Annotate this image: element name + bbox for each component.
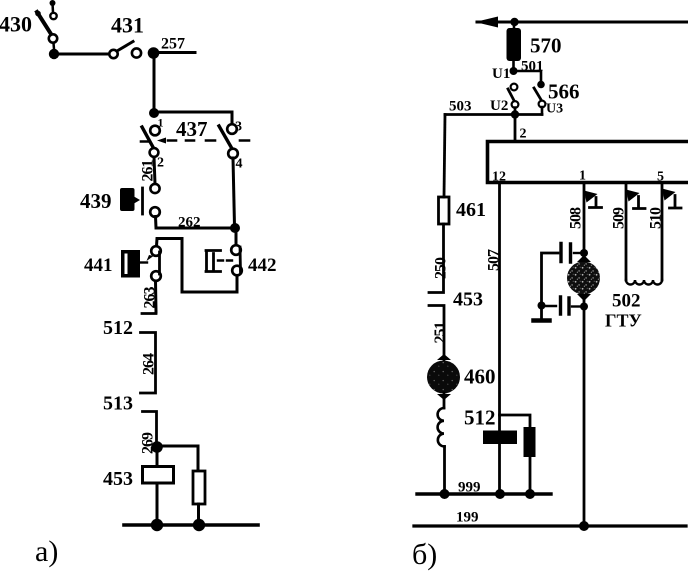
svg-text:430: 430 <box>0 12 32 37</box>
svg-text:453: 453 <box>453 289 483 311</box>
svg-text:3: 3 <box>235 120 242 135</box>
svg-text:251: 251 <box>432 322 449 344</box>
svg-text:264: 264 <box>141 353 158 375</box>
svg-text:453: 453 <box>103 468 133 490</box>
svg-text:441: 441 <box>84 255 113 276</box>
svg-text:199: 199 <box>456 510 479 526</box>
svg-text:508: 508 <box>568 207 585 229</box>
svg-text:437: 437 <box>176 117 208 141</box>
svg-text:460: 460 <box>464 365 496 389</box>
svg-text:2: 2 <box>157 156 164 171</box>
svg-text:263: 263 <box>142 287 159 309</box>
svg-text:566: 566 <box>548 80 580 104</box>
svg-text:999: 999 <box>458 480 481 496</box>
svg-text:501: 501 <box>521 59 544 75</box>
svg-text:5: 5 <box>657 170 664 185</box>
svg-text:503: 503 <box>449 99 472 115</box>
svg-text:1: 1 <box>158 116 164 130</box>
svg-text:ГТУ: ГТУ <box>605 311 642 331</box>
svg-text:512: 512 <box>464 406 496 430</box>
svg-text:262: 262 <box>178 215 201 231</box>
svg-text:12: 12 <box>492 170 506 185</box>
svg-text:б): б) <box>412 538 437 571</box>
svg-text:510: 510 <box>648 207 665 229</box>
svg-text:431: 431 <box>111 13 144 38</box>
svg-text:250: 250 <box>433 257 450 279</box>
svg-text:U3: U3 <box>546 102 563 117</box>
svg-text:507: 507 <box>486 249 503 271</box>
svg-text:2: 2 <box>520 127 527 142</box>
svg-text:4: 4 <box>236 157 243 172</box>
svg-text:1: 1 <box>579 169 586 184</box>
svg-text:261: 261 <box>140 160 157 182</box>
svg-text:461: 461 <box>456 199 486 221</box>
svg-text:502: 502 <box>612 291 641 312</box>
svg-text:257: 257 <box>161 36 185 53</box>
svg-text:U1: U1 <box>492 66 510 82</box>
svg-text:512: 512 <box>103 317 133 339</box>
svg-text:а): а) <box>35 535 58 568</box>
svg-text:442: 442 <box>248 255 277 276</box>
svg-text:570: 570 <box>530 34 562 58</box>
svg-text:439: 439 <box>80 189 112 213</box>
svg-text:269: 269 <box>140 432 157 454</box>
svg-text:509: 509 <box>611 207 628 229</box>
svg-text:U2: U2 <box>490 98 508 114</box>
svg-text:513: 513 <box>103 393 133 415</box>
